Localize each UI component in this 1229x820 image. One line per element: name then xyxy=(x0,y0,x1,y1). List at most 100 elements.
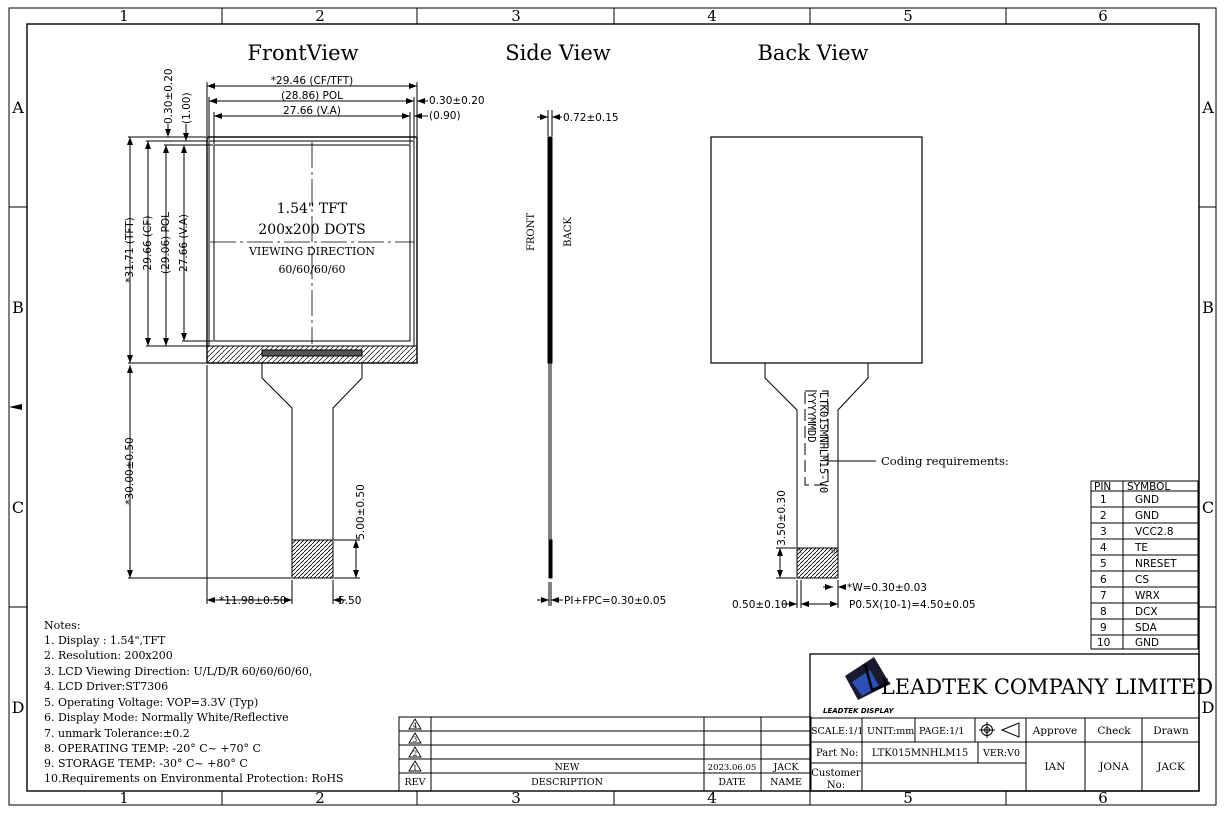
notes-title: Notes: xyxy=(44,619,81,632)
date-code: YYYYMMDD xyxy=(805,392,817,443)
column-label: 4 xyxy=(707,789,717,807)
back-code-box xyxy=(804,390,829,486)
pin-number: 5 xyxy=(1100,558,1107,570)
version: VER:V0 xyxy=(982,748,1020,759)
check-label: Check xyxy=(1097,725,1131,737)
note-item: 8. OPERATING TEMP: -20° C~ +70° C xyxy=(44,742,261,755)
row-label: A xyxy=(11,98,24,117)
column-label: 5 xyxy=(903,789,913,807)
column-label: 1 xyxy=(119,7,129,25)
pin-number: 2 xyxy=(1100,510,1107,522)
column-label: 3 xyxy=(511,789,521,807)
dim-v-pol: (29.06) POL xyxy=(160,212,172,274)
note-item: 7. unmark Tolerance:±0.2 xyxy=(44,727,190,740)
title-block-text: LEADTEK COMPANY LIMITED SCALE:1/1 UNIT:m… xyxy=(811,675,1213,791)
revision-name: JACK xyxy=(772,762,799,773)
column-label: 2 xyxy=(315,789,325,807)
logo-text: LEADTEK DISPLAY xyxy=(823,707,895,715)
revision-mark: 3 xyxy=(413,736,417,744)
pin-table-text: PIN SYMBOL 1 GND 2 GND 3 VCC2.8 4 TE 5 N… xyxy=(1094,481,1177,649)
back-stiffener xyxy=(796,547,839,579)
pin-symbol: GND xyxy=(1135,637,1159,649)
note-item: 9. STORAGE TEMP: -30° C~ +80° C xyxy=(44,757,248,770)
pin-10-label: 10 xyxy=(830,548,838,555)
side-panel xyxy=(547,136,553,364)
dim-left-top-2: (1.00) xyxy=(181,92,193,124)
screen-angles: 60/60/60/60 xyxy=(278,263,345,276)
side-view xyxy=(537,110,563,606)
column-label: 3 xyxy=(511,7,521,25)
part-number: LTK015MNHLM15 xyxy=(872,748,968,759)
note-item: 1. Display : 1.54",TFT xyxy=(44,634,166,647)
dim-w: *W=0.30±0.03 xyxy=(847,582,927,594)
row-label: D xyxy=(12,698,25,717)
dim-pi-fpc: PI+FPC=0.30±0.05 xyxy=(564,595,666,607)
back-view-labels: LTK015MNHLM15-V0 YYYYMMDD Coding require… xyxy=(732,392,1009,611)
fpc-stiffener xyxy=(291,539,334,579)
view-titles: FrontView Side View Back View xyxy=(247,41,868,65)
pin-symbol: GND xyxy=(1135,510,1159,522)
back-view-title: Back View xyxy=(757,41,868,65)
revision-mark: 2 xyxy=(413,750,417,758)
pin-symbol: VCC2.8 xyxy=(1135,526,1174,538)
pin-symbol: DCX xyxy=(1135,606,1158,618)
revision-table xyxy=(398,716,812,792)
dim-top-right-1: 0.30±0.20 xyxy=(429,95,485,107)
revision-table-text: 4 3 2 1 NEW 2023.06.05 JACK REV DESCRIPT… xyxy=(405,722,802,788)
revision-desc: NEW xyxy=(554,762,579,773)
revision-header-date: DATE xyxy=(718,777,745,788)
front-view-labels: *29.46 (CF/TFT) (28.86) POL 27.66 (V.A) … xyxy=(124,68,485,607)
column-label: 1 xyxy=(119,789,129,807)
pol-outline xyxy=(208,140,415,347)
side-view-labels: 0.72±0.15 FRONT BACK PI+FPC=0.30±0.05 xyxy=(526,112,666,607)
pin-number: 6 xyxy=(1100,574,1107,586)
symbol-header: SYMBOL xyxy=(1127,481,1170,493)
dim-fpc-len: *30.00±0.50 xyxy=(124,437,136,505)
dim-pitch: P0.5X(10-1)=4.50±0.05 xyxy=(849,599,976,611)
ic-chip xyxy=(261,349,363,357)
page: PAGE:1/1 xyxy=(919,726,964,737)
dim-thickness: 0.72±0.15 xyxy=(563,112,619,124)
dim-v-va: 27.66 (V.A) xyxy=(178,214,190,272)
unit: UNIT:mm xyxy=(867,726,914,737)
title-block xyxy=(809,653,1200,792)
row-label: B xyxy=(1202,298,1214,317)
dim-v-tft: *31.71 (TFT) xyxy=(124,217,136,283)
pin-symbol: TE xyxy=(1134,542,1148,554)
pin-symbol: GND xyxy=(1135,494,1159,506)
company-logo-icon: LEADTEK DISPLAY xyxy=(823,657,895,715)
row-label: A xyxy=(1201,98,1214,117)
drawn-name: JACK xyxy=(1156,761,1185,773)
back-label: BACK xyxy=(563,217,574,247)
customer-label-2: No: xyxy=(827,780,845,791)
row-labels: A B C D A B C D xyxy=(11,98,1214,717)
column-label: 6 xyxy=(1098,7,1108,25)
back-view xyxy=(710,136,923,608)
check-name: JONA xyxy=(1098,761,1129,773)
note-item: 4. LCD Driver:ST7306 xyxy=(44,680,168,693)
pin-symbol: SDA xyxy=(1135,622,1158,634)
row-label: C xyxy=(1202,498,1214,517)
pin-symbol: WRX xyxy=(1135,590,1160,602)
screen-resolution: 200x200 DOTS xyxy=(258,222,365,238)
column-label: 2 xyxy=(315,7,325,25)
dim-cf-tft: *29.46 (CF/TFT) xyxy=(271,75,353,87)
pin-number: 3 xyxy=(1100,526,1107,538)
company-name: LEADTEK COMPANY LIMITED xyxy=(881,675,1213,699)
pin-number: 4 xyxy=(1100,542,1107,554)
revision-mark-icons xyxy=(408,718,422,772)
note-item: 2. Resolution: 200x200 xyxy=(44,649,173,662)
row-label: D xyxy=(1202,698,1215,717)
pin-number: 9 xyxy=(1100,622,1107,634)
dim-pol: (28.86) POL xyxy=(281,90,343,102)
column-labels: 1 2 3 4 5 6 1 2 3 4 5 6 xyxy=(119,7,1108,807)
dim-stiffener: 3.50±0.30 xyxy=(776,490,788,546)
product-code: LTK015MNHLM15-V0 xyxy=(817,392,829,493)
dim-va: 27.66 (V.A) xyxy=(283,105,341,117)
screen-viewing-direction: VIEWING DIRECTION xyxy=(248,245,375,258)
note-item: 6. Display Mode: Normally White/Reflecti… xyxy=(44,711,289,724)
note-item: 3. LCD Viewing Direction: U/L/D/R 60/60/… xyxy=(44,665,312,678)
screen-size: 1.54" TFT xyxy=(277,201,348,217)
dim-left-top-1: 0.30±0.20 xyxy=(163,68,175,124)
